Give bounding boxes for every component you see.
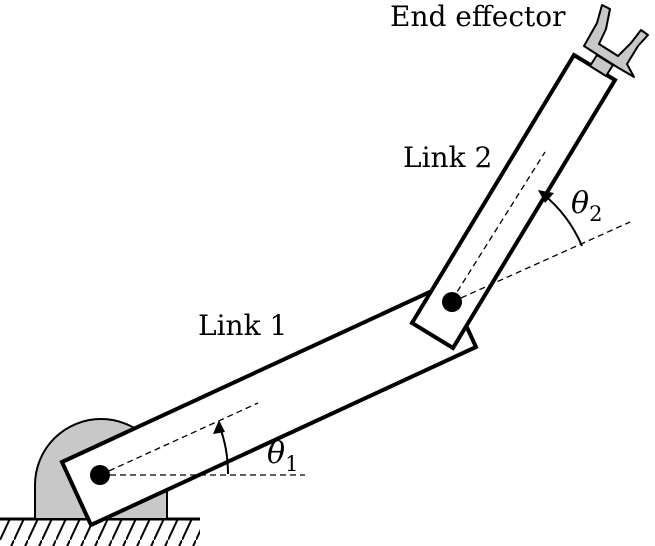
theta1-subscript: 1 — [285, 452, 298, 476]
link-2 — [409, 52, 618, 351]
end-effector-label: End effector — [390, 0, 566, 33]
joint-2 — [442, 292, 462, 312]
theta2-subscript: 2 — [589, 202, 602, 226]
theta1-label: θ1 — [267, 436, 298, 476]
ground-hatching — [0, 519, 200, 546]
link-1-centerline — [99, 402, 259, 476]
link-2-body — [409, 52, 618, 351]
end-effector-gripper — [583, 4, 649, 78]
theta1-arrowhead — [213, 420, 225, 434]
link-2-label: Link 2 — [403, 141, 492, 174]
link-1-label: Link 1 — [198, 309, 287, 342]
theta2-label: θ2 — [571, 186, 602, 226]
theta2-reference-line — [451, 221, 631, 303]
link-1 — [59, 281, 479, 528]
theta2-symbol: θ — [571, 186, 589, 221]
link-2-centerline — [451, 151, 546, 301]
theta2-arrowhead — [538, 190, 554, 203]
joint-1 — [90, 465, 110, 485]
theta1-symbol: θ — [267, 436, 285, 471]
ground — [0, 517, 200, 546]
gripper-claw — [583, 4, 649, 78]
link-1-body — [59, 281, 479, 528]
